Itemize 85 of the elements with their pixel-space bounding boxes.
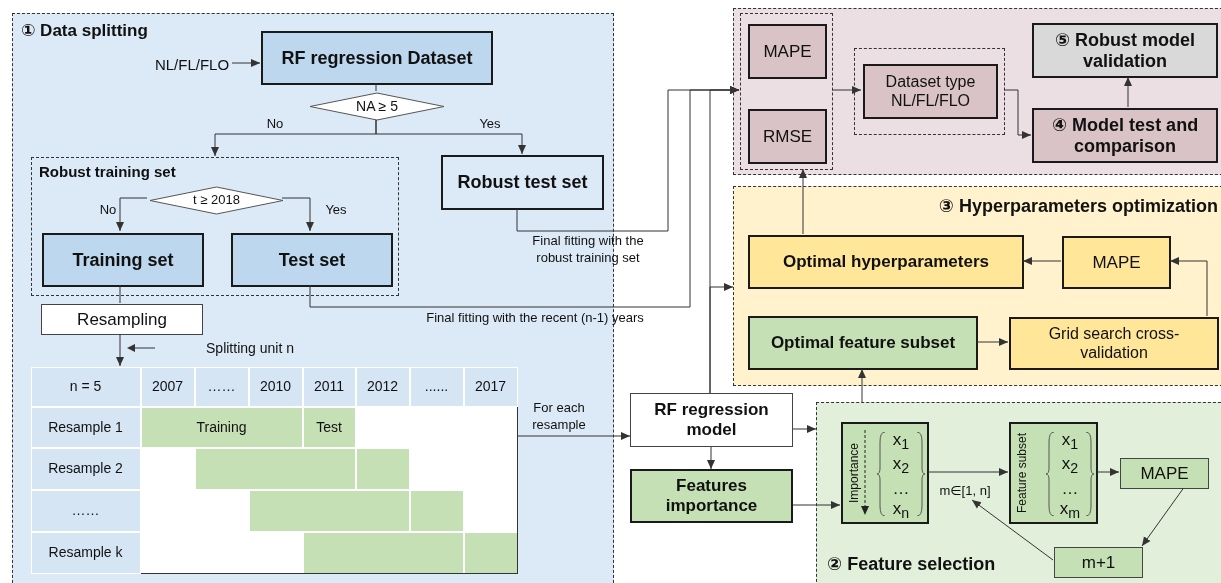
- table-cell: ……: [30, 489, 141, 532]
- arrow: [709, 283, 734, 394]
- process-box: Optimal hyperparameters: [748, 235, 1024, 289]
- table-cell: 2007: [140, 366, 195, 407]
- edge-label: Yes: [324, 202, 348, 219]
- table-cell: ......: [409, 366, 464, 407]
- arrow: [831, 86, 862, 94]
- arrow: [231, 59, 261, 67]
- process-box: Dataset type NL/FL/FLO: [863, 64, 998, 119]
- process-box: RF regression Dataset: [261, 31, 493, 85]
- arrow: [927, 468, 1009, 476]
- arrow: [1003, 89, 1032, 139]
- table-cell: Training: [140, 406, 303, 448]
- process-box: Resampling: [41, 304, 203, 335]
- dashed-group-box: [733, 8, 1221, 175]
- arrow: [799, 168, 807, 235]
- dashed-group-box: [854, 48, 1005, 135]
- process-box: Optimal feature subset: [748, 316, 978, 370]
- decision-diamond: t ≥ 2018: [149, 186, 284, 215]
- feature-list-box: [841, 422, 929, 524]
- process-box: ④ Model test and comparison: [1032, 108, 1218, 163]
- edge-label: No: [98, 202, 118, 219]
- arrow: [1096, 468, 1120, 476]
- group-title: ② Feature selection: [827, 553, 996, 575]
- edge-label: Yes: [478, 116, 502, 133]
- arrow: [116, 333, 124, 367]
- edge-label: m∈[1, n]: [938, 483, 992, 500]
- group-title: ③ Hyperparameters optimization: [938, 195, 1218, 217]
- process-box: ⑤ Robust model validation: [1032, 23, 1218, 78]
- group-title: Robust training set: [39, 163, 176, 180]
- arrow: [1141, 487, 1185, 547]
- arrow: [792, 425, 817, 433]
- group-panel: [733, 186, 1221, 386]
- process-box: MAPE: [1120, 458, 1209, 489]
- table-cell: Resample 1: [30, 406, 141, 448]
- arrow: [281, 197, 314, 232]
- arrow: [971, 499, 1054, 561]
- connector-line: [375, 83, 377, 92]
- arrow: [1169, 257, 1208, 317]
- table-cell: 2011: [302, 366, 356, 407]
- dashed-group-box: [740, 13, 833, 170]
- arrow: [707, 446, 715, 470]
- arrow: [375, 119, 526, 155]
- process-box: Robust test set: [441, 155, 604, 210]
- process-box: Training set: [42, 233, 204, 287]
- process-box: Test set: [231, 233, 393, 287]
- decision-diamond: NA ≥ 5: [309, 92, 445, 121]
- edge-label: For each resample: [531, 400, 587, 434]
- process-box: Grid search cross-validation: [1009, 317, 1219, 370]
- arrow: [792, 501, 841, 509]
- edge-label: Final fitting with the robust training set: [531, 233, 645, 267]
- note-text: Splitting unit n: [205, 339, 295, 357]
- arrow: [516, 432, 631, 440]
- table-cell: Resample k: [30, 531, 141, 574]
- table-cell: 2010: [248, 366, 303, 407]
- process-box: Features importance: [630, 469, 793, 523]
- group-panel: [816, 402, 1221, 583]
- arrow: [858, 368, 866, 403]
- table-cell: n = 5: [30, 366, 141, 407]
- axis-label: Feature subset: [1015, 432, 1029, 516]
- arrow: [1124, 76, 1132, 108]
- feature-list: x$_{1}$ x$_{2}$ … x$_{m}$: [1056, 430, 1084, 524]
- table-cell: Resample 2: [30, 447, 141, 490]
- group-panel: [31, 157, 399, 296]
- input-label: NL/FL/FLO: [151, 55, 233, 75]
- arrow: [116, 197, 148, 232]
- process-box: MAPE: [748, 24, 827, 79]
- edge-label: Final fitting with the recent (n-1) years: [425, 310, 645, 327]
- axis-label: Importance: [847, 442, 861, 505]
- group-title: ① Data splitting: [21, 20, 148, 41]
- connector-line: [119, 284, 121, 304]
- table-cell: 2017: [463, 366, 518, 407]
- resampling-table: [31, 367, 518, 574]
- arrow: [976, 338, 1009, 346]
- edge-label: No: [265, 116, 285, 133]
- table-cell: ……: [194, 366, 249, 407]
- feature-list: x$_{1}$ x$_{2}$ … x$_{n}$: [887, 430, 915, 524]
- feature-list-box: [1009, 422, 1098, 524]
- process-box: MAPE: [1062, 236, 1171, 289]
- process-box: RMSE: [748, 109, 827, 164]
- process-box: RF regression model: [630, 393, 793, 447]
- table-cell: 2012: [355, 366, 410, 407]
- table-cell: Test: [302, 406, 356, 448]
- process-box: m+1: [1054, 547, 1143, 578]
- arrow: [1022, 257, 1062, 265]
